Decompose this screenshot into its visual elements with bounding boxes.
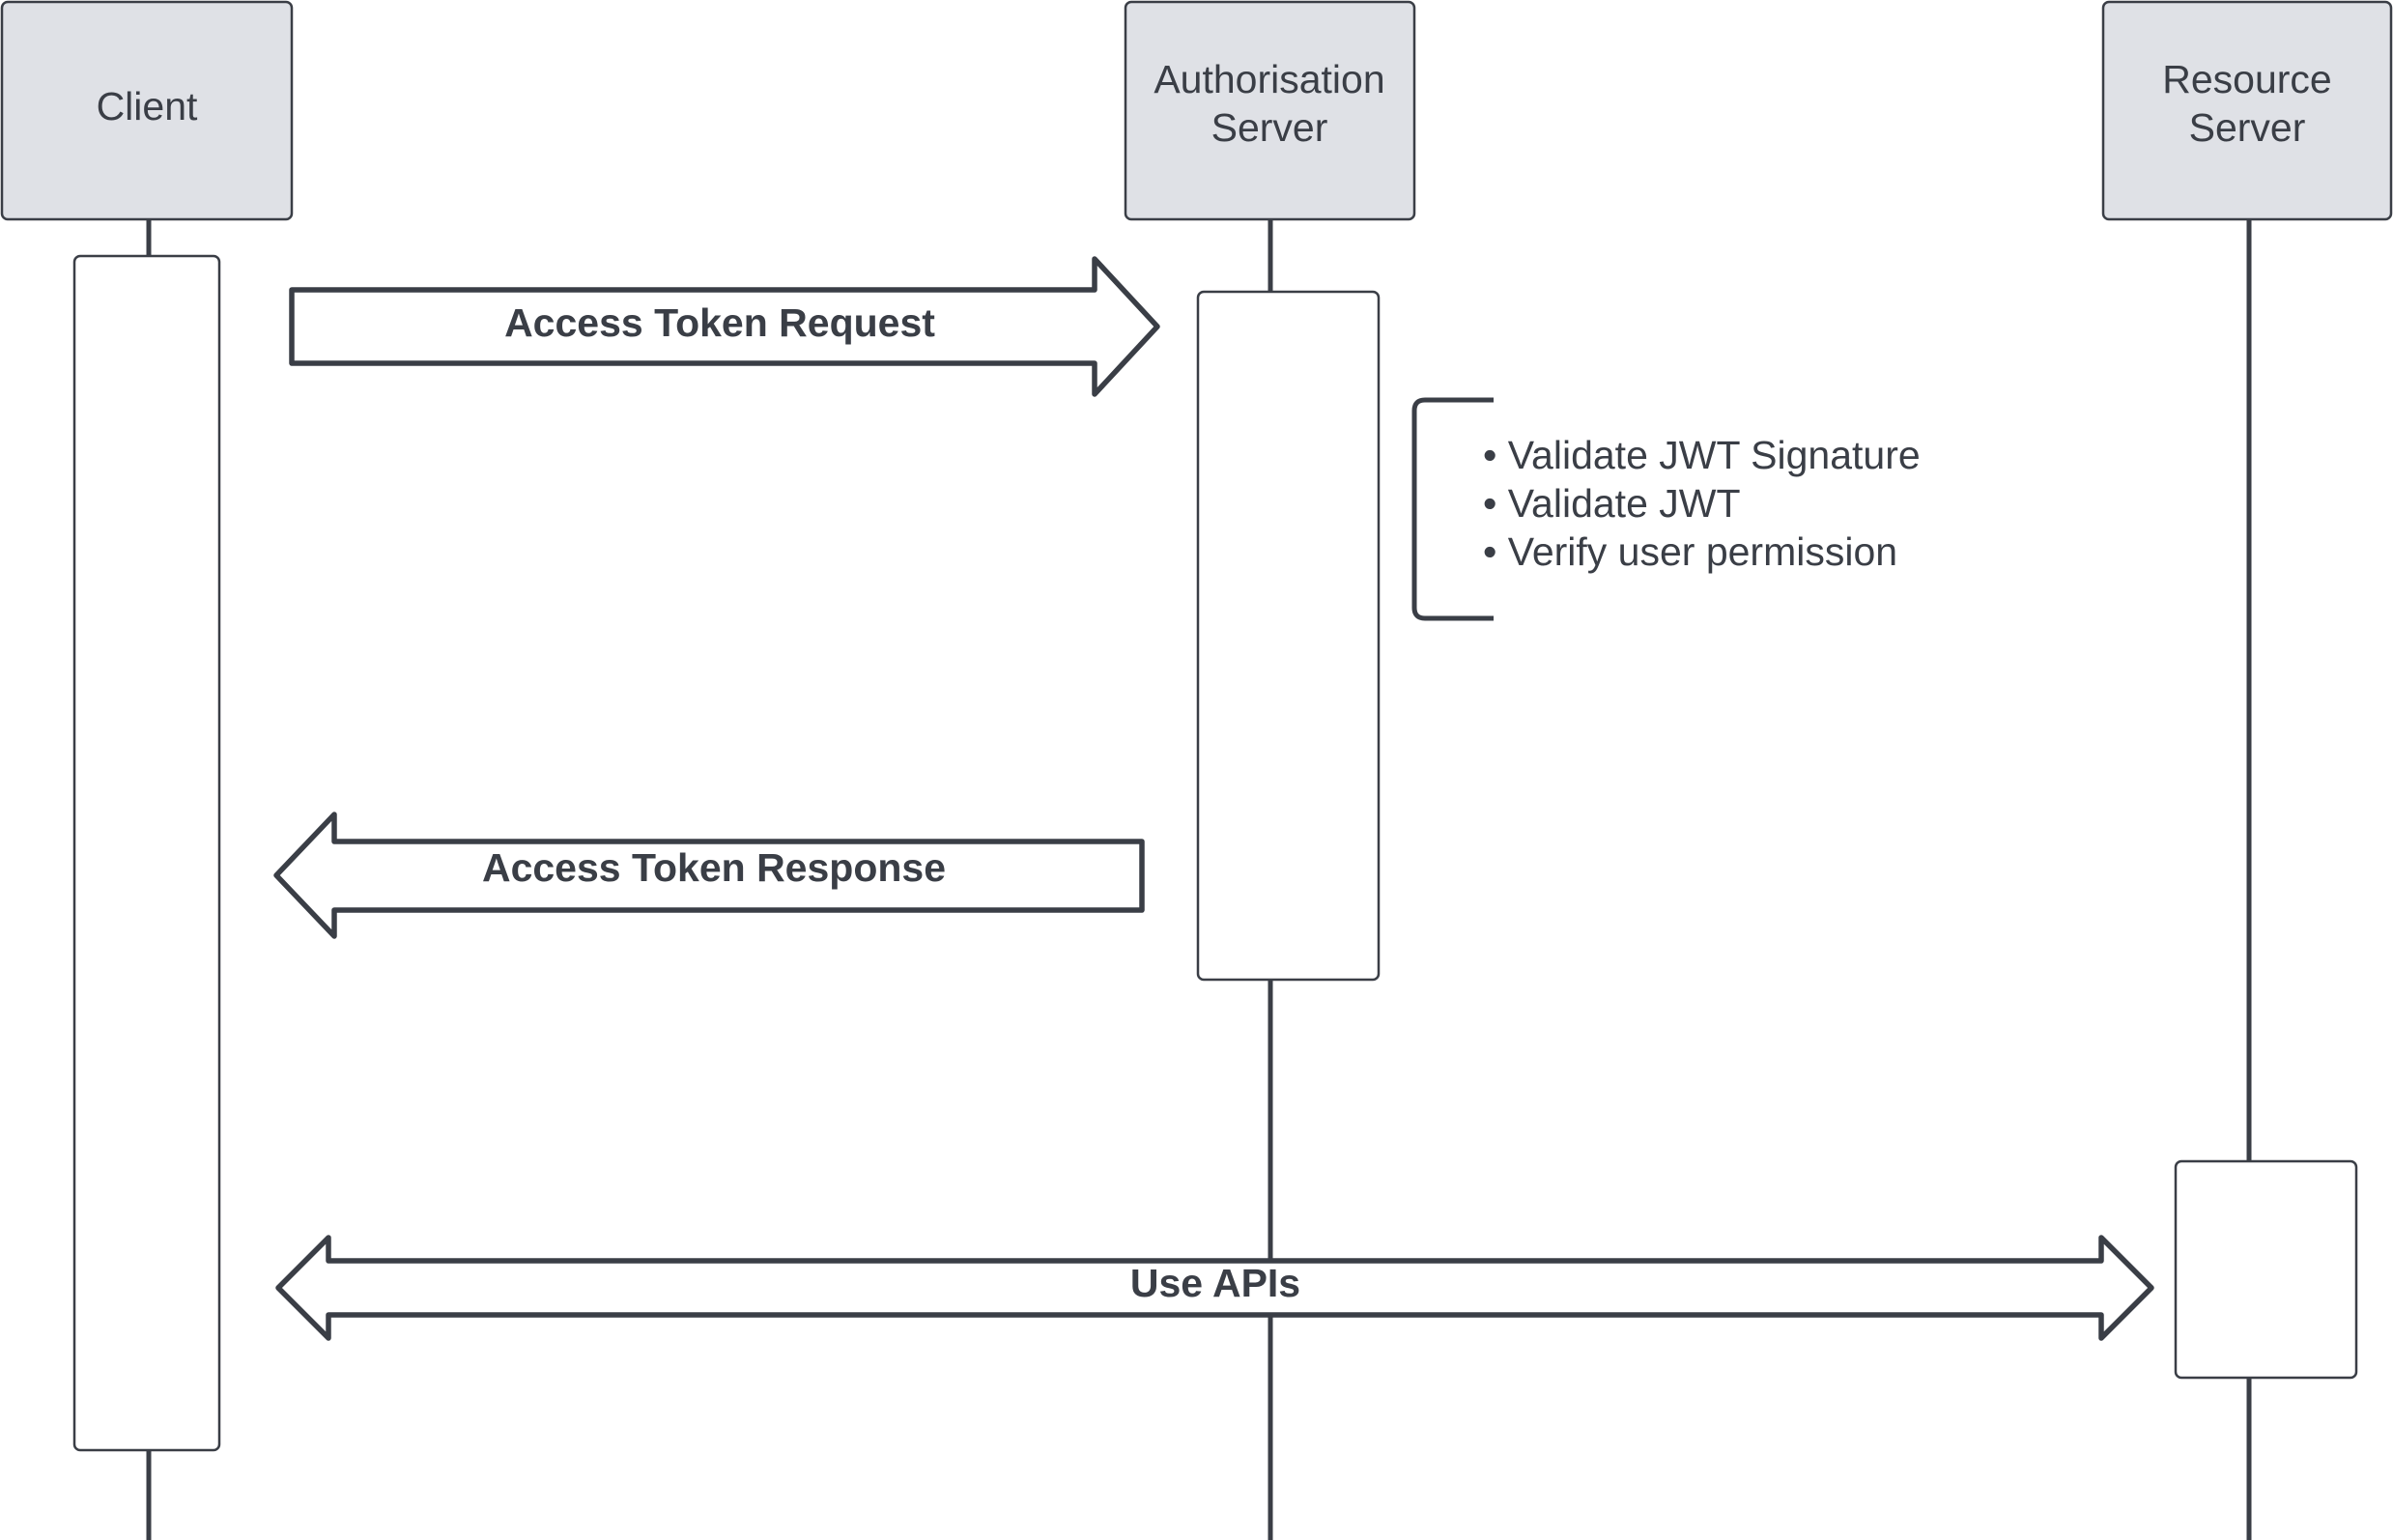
message-use-apis: Use APIs <box>275 1235 2154 1341</box>
participant-client: Client <box>0 0 294 221</box>
participant-auth-server-label-line2: Server <box>1211 105 1328 150</box>
participant-resource-server-box <box>2101 0 2393 221</box>
participant-resource-server-label-line2: Server <box>2189 105 2306 150</box>
resource-server-activation-bar <box>2174 1159 2358 1380</box>
message-access-token-response: Access Token Response <box>273 812 1145 939</box>
validation-note-item-1: • Validate JWT Signature <box>1483 433 1921 477</box>
participant-auth-server-label-line1: Authorisation <box>1154 57 1384 101</box>
access-token-request-arrow <box>289 256 1160 397</box>
validation-note: • Validate JWT Signature • Validate JWT … <box>1411 397 1921 621</box>
access-token-response-label: Access Token Response <box>482 845 946 890</box>
validation-note-item-2: • Validate JWT <box>1483 481 1741 526</box>
participant-auth-server-box <box>1124 0 1416 221</box>
use-apis-label: Use APIs <box>1130 1261 1300 1305</box>
client-activation-bar <box>72 254 221 1452</box>
auth-server-activation-bar <box>1196 290 1381 982</box>
participant-resource-server-label-line1: Resource <box>2162 57 2331 101</box>
participant-client-label: Client <box>97 84 198 128</box>
use-apis-arrow <box>275 1235 2154 1341</box>
message-access-token-request: Access Token Request <box>289 256 1160 397</box>
access-token-response-arrow <box>273 812 1145 939</box>
participant-client-box <box>0 0 294 221</box>
participant-resource-server: Resource Server <box>2101 0 2393 221</box>
participant-auth-server: Authorisation Server <box>1124 0 1416 221</box>
validation-note-bracket <box>1411 397 1494 621</box>
validation-note-item-3: • Verify user permission <box>1483 529 1897 574</box>
access-token-request-label: Access Token Request <box>504 300 935 345</box>
